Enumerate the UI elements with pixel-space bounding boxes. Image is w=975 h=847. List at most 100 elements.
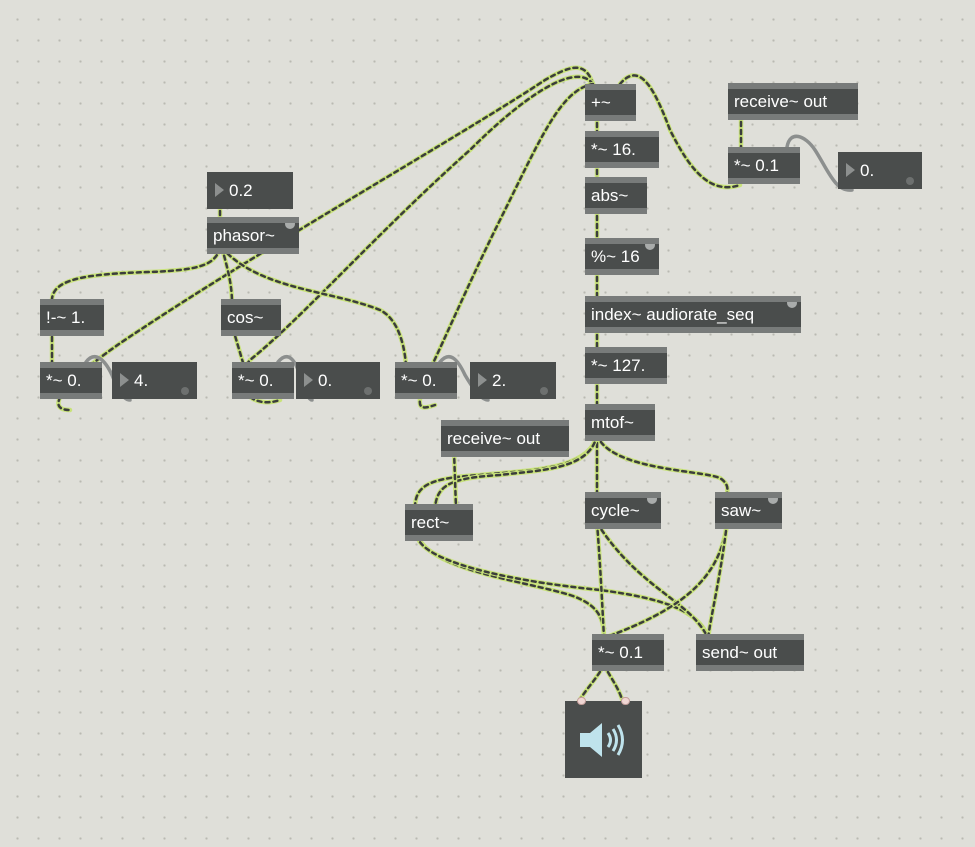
inlet[interactable] [706, 634, 714, 640]
outlet[interactable] [725, 523, 733, 529]
outlet[interactable] [231, 330, 239, 336]
inlet[interactable] [595, 131, 603, 137]
outlet[interactable] [405, 393, 413, 399]
outlet[interactable] [602, 665, 610, 671]
outlet[interactable] [595, 327, 603, 333]
number-box-b[interactable]: 0. [296, 362, 380, 399]
gain-mul-object-top[interactable]: *~ 0.1 [728, 147, 800, 184]
inlet[interactable] [648, 634, 656, 640]
inlet[interactable] [595, 492, 603, 498]
phasor-freq-number-box[interactable]: 0.2 [207, 172, 293, 209]
signal-patch-cord[interactable] [414, 532, 711, 641]
inlet-corner [647, 498, 657, 504]
inlet[interactable] [50, 299, 58, 305]
gain-mul-label: *~ 0.1 [734, 156, 779, 175]
number-value-c: 2. [492, 371, 507, 390]
outlet[interactable] [595, 162, 603, 168]
signal-patch-cord[interactable] [705, 520, 730, 641]
signal-patch-cord[interactable] [56, 65, 596, 413]
outlet[interactable] [219, 248, 227, 254]
outlet[interactable] [595, 115, 603, 121]
number-box-a[interactable]: 4. [112, 362, 197, 399]
signal-patch-cord[interactable] [417, 81, 596, 410]
signal-patch-cord[interactable] [594, 520, 711, 641]
inlet[interactable] [725, 492, 733, 498]
gain-number-value: 0. [860, 161, 875, 180]
cos-label: cos~ [227, 308, 264, 327]
dac-inlet-left[interactable] [577, 697, 586, 705]
inlet[interactable] [602, 634, 610, 640]
inlet[interactable] [415, 504, 423, 510]
signal-patch-cord[interactable] [414, 532, 607, 641]
signal-patch-cord[interactable] [49, 245, 223, 306]
number-box-c[interactable]: 2. [470, 362, 556, 399]
inlet[interactable] [219, 217, 227, 223]
inlet[interactable] [784, 147, 792, 153]
signal-patch-cord[interactable] [219, 245, 235, 306]
index-object[interactable]: index~ audiorate_seq [585, 296, 801, 333]
signal-patch-cord-stripe [220, 246, 234, 305]
signal-patch-cord[interactable] [594, 520, 607, 641]
not-object[interactable]: !-~ 1. [40, 299, 104, 336]
outlet[interactable] [738, 178, 746, 184]
dac-output[interactable] [565, 697, 642, 778]
signal-patch-cord[interactable] [451, 448, 459, 511]
inlet[interactable] [595, 347, 603, 353]
outlet[interactable] [595, 208, 603, 214]
outlet[interactable] [738, 114, 746, 120]
inlet[interactable] [276, 362, 284, 368]
cos-object[interactable]: cos~ [221, 299, 281, 336]
inlet[interactable] [84, 299, 92, 305]
outlet[interactable] [453, 451, 461, 457]
outlet[interactable] [50, 330, 58, 336]
inlet[interactable] [595, 296, 603, 302]
receive-out-object-mid[interactable]: receive~ out [441, 420, 569, 457]
plus-object[interactable]: +~ [585, 84, 636, 121]
number-value-a: 4. [134, 371, 149, 390]
cycle-object[interactable]: cycle~ [585, 492, 661, 529]
inlet[interactable] [595, 238, 603, 244]
outlet[interactable] [242, 393, 250, 399]
send-out-object[interactable]: send~ out [696, 634, 804, 671]
inlet[interactable] [453, 504, 461, 510]
inlet[interactable] [595, 84, 603, 90]
mod16-object[interactable]: %~ 16 [585, 238, 659, 275]
receive-out-object-top[interactable]: receive~ out [728, 83, 858, 120]
inlet[interactable] [595, 404, 603, 410]
mul0-object-c[interactable]: *~ 0. [395, 362, 457, 399]
inlet[interactable] [405, 362, 413, 368]
saw-object[interactable]: saw~ [715, 492, 782, 529]
mul16-object[interactable]: *~ 16. [585, 131, 659, 168]
inlet[interactable] [50, 362, 58, 368]
outlet[interactable] [595, 378, 603, 384]
inlet[interactable] [616, 84, 624, 90]
outlet[interactable] [50, 393, 58, 399]
phasor-object[interactable]: phasor~ [207, 217, 299, 254]
outlet[interactable] [595, 435, 603, 441]
signal-patch-cord[interactable] [601, 520, 730, 641]
inlet[interactable] [231, 299, 239, 305]
inlet[interactable] [84, 362, 92, 368]
signal-patch-cord[interactable] [594, 432, 730, 499]
outlet[interactable] [595, 269, 603, 275]
inlet[interactable] [738, 147, 746, 153]
outlet[interactable] [595, 523, 603, 529]
inlet[interactable] [595, 177, 603, 183]
mul0-object-a[interactable]: *~ 0. [40, 362, 102, 399]
inlet[interactable] [439, 362, 447, 368]
mul127-object[interactable]: *~ 127. [585, 347, 667, 384]
signal-patch-cord-stripe [706, 521, 729, 640]
inlet[interactable] [242, 362, 250, 368]
outlet[interactable] [415, 535, 423, 541]
mtof-object[interactable]: mtof~ [585, 404, 655, 441]
mod16-label: %~ 16 [591, 247, 640, 266]
inlet[interactable] [435, 504, 443, 510]
gain-number-box[interactable]: 0. [838, 152, 922, 189]
abs-object[interactable]: abs~ [585, 177, 647, 214]
rect-object[interactable]: rect~ [405, 504, 473, 541]
inlet-corner [787, 302, 797, 308]
dac-inlet-right[interactable] [621, 697, 630, 705]
gain-mul-object-bottom[interactable]: *~ 0.1 [592, 634, 664, 671]
mul0-object-b[interactable]: *~ 0. [232, 362, 294, 399]
